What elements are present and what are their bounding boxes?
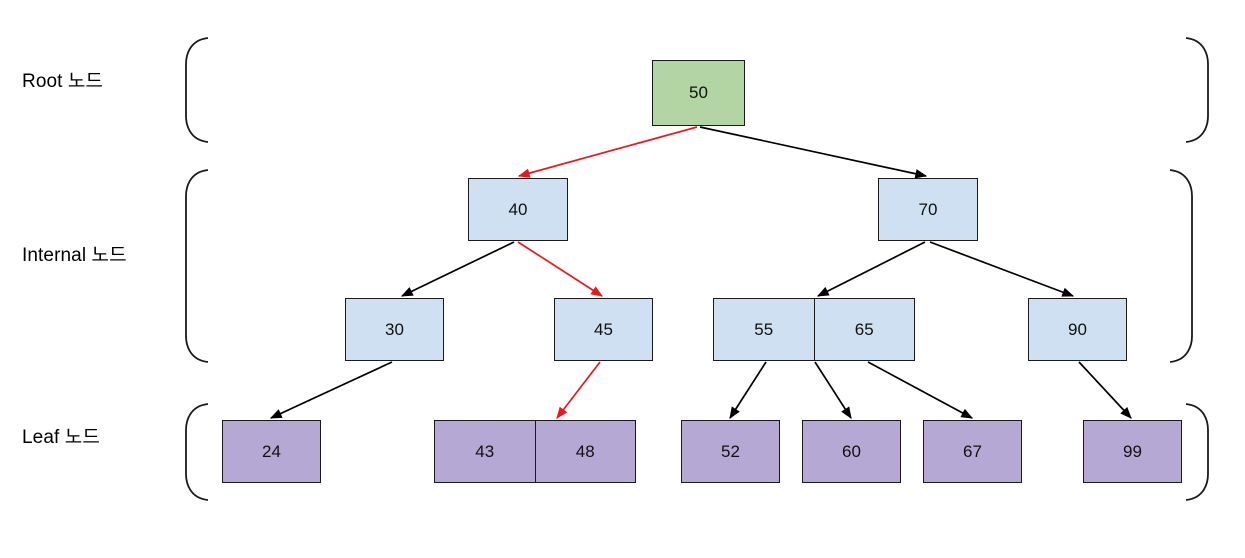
group-bracket-leaf-open [185,403,209,501]
internal-node-n70[interactable]: 70 [878,178,978,241]
edge-n45-to-l4348 [556,361,601,419]
group-bracket-root-close [1185,37,1209,143]
node-key-cell[interactable]: 24 [223,421,320,482]
edge-n70-to-n5565 [816,241,926,297]
node-key-cell[interactable]: 30 [346,299,443,360]
edge-n90-to-l99 [1078,361,1132,419]
node-key-cell[interactable]: 99 [1084,421,1181,482]
node-key-cell[interactable]: 50 [653,61,744,125]
leaf-node-l52[interactable]: 52 [681,420,780,483]
group-bracket-internal-close [1169,169,1193,363]
internal-node-n45[interactable]: 45 [554,298,653,361]
node-key-cell[interactable]: 48 [534,421,635,482]
edge-n5565-to-l67 [867,361,974,419]
node-key-cell[interactable]: 70 [879,179,977,240]
edge-n5565-to-l52 [729,361,767,420]
node-key-cell[interactable]: 65 [813,299,914,360]
node-key-cell[interactable]: 90 [1029,299,1126,360]
root-node-n50[interactable]: 50 [652,60,745,126]
node-key-cell[interactable]: 60 [803,421,900,482]
leaf-node-l67[interactable]: 67 [923,420,1022,483]
node-key-cell[interactable]: 67 [924,421,1021,482]
row-label-internal: Internal 노드 [22,245,127,266]
edge-n50-to-n70 [699,126,928,179]
edge-n40-to-n30 [400,241,515,297]
edge-n5565-to-l60 [814,361,852,420]
row-label-root: Root 노드 [22,71,104,92]
leaf-node-l60[interactable]: 60 [802,420,901,483]
group-bracket-root-open [185,37,209,143]
node-key-cell[interactable]: 45 [555,299,652,360]
row-label-leaf: Leaf 노드 [22,427,100,448]
edge-n40-to-n45 [517,241,604,297]
edge-n50-to-n40 [517,126,698,178]
group-bracket-leaf-close [1185,403,1209,501]
edge-n70-to-n90 [929,241,1075,297]
node-key-cell[interactable]: 55 [714,299,814,360]
internal-node-n90[interactable]: 90 [1028,298,1127,361]
group-bracket-internal-open [185,169,209,363]
internal-node-n30[interactable]: 30 [345,298,444,361]
leaf-node-l24[interactable]: 24 [222,420,321,483]
node-key-cell[interactable]: 40 [469,179,567,240]
edge-n30-to-l24 [269,361,393,419]
node-key-cell[interactable]: 52 [682,421,779,482]
node-key-cell[interactable]: 43 [435,421,535,482]
leaf-node-l99[interactable]: 99 [1083,420,1182,483]
internal-node-n40[interactable]: 40 [468,178,568,241]
